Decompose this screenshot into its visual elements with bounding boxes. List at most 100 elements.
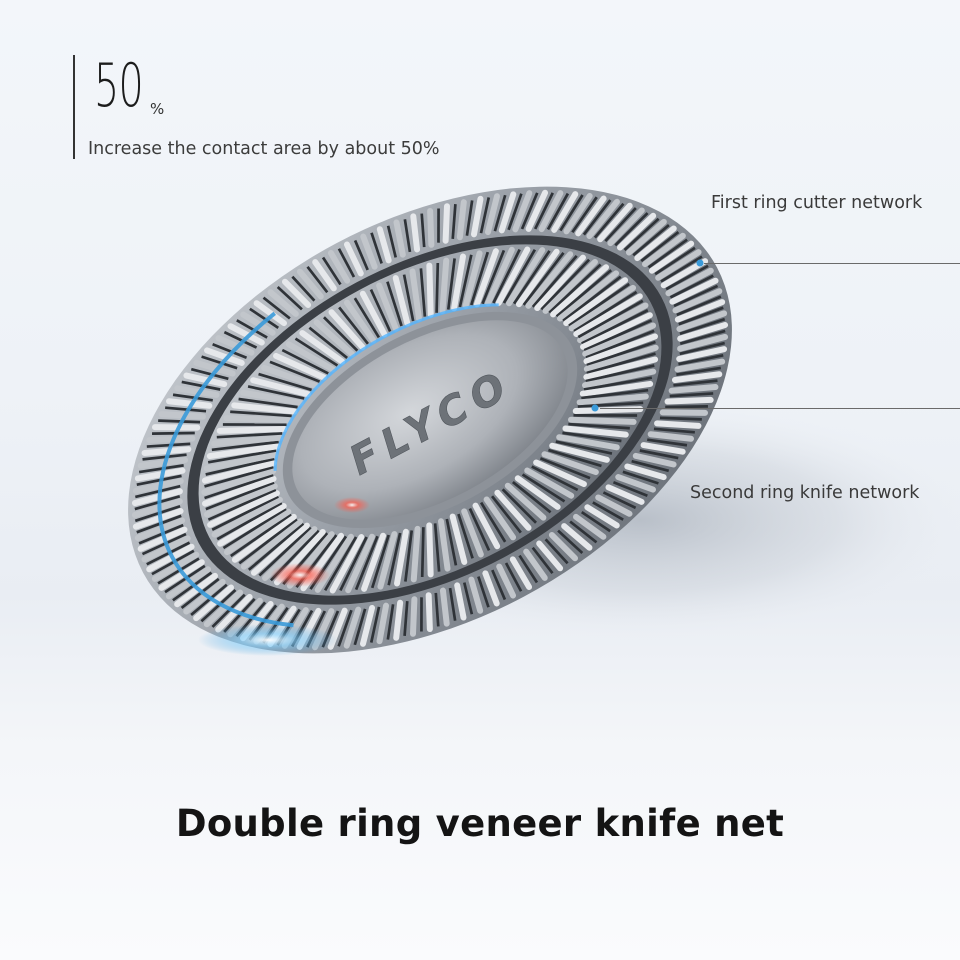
blade-tooth xyxy=(215,593,253,633)
blade-tooth xyxy=(595,494,633,517)
blade-slot xyxy=(420,597,423,632)
blade-tooth xyxy=(132,478,184,494)
blade-slot xyxy=(222,507,287,550)
blade-slot xyxy=(631,459,670,473)
blade-slot xyxy=(659,416,702,421)
blade-slot xyxy=(582,199,612,236)
blade-tooth xyxy=(134,467,186,482)
blade-slot xyxy=(571,196,598,234)
blade-tooth xyxy=(343,606,362,649)
blade-tooth xyxy=(483,496,517,541)
blade-slot xyxy=(647,238,688,269)
blade-slot xyxy=(555,269,613,318)
blade-slot xyxy=(337,609,353,647)
blade-slot xyxy=(204,465,274,488)
blade-slot xyxy=(654,246,696,276)
blade-tooth xyxy=(174,385,220,398)
blade-slot xyxy=(136,474,182,486)
blade-tooth xyxy=(615,474,656,493)
blade-slot xyxy=(468,508,491,552)
blade-slot xyxy=(238,518,298,565)
blade-tooth xyxy=(425,592,433,633)
blade-slot xyxy=(669,392,714,398)
blade-slot xyxy=(490,495,522,534)
stat-number: 50 xyxy=(94,51,144,121)
blade-slot xyxy=(437,208,440,243)
blade-slot xyxy=(387,532,402,586)
blade-tooth xyxy=(183,578,226,615)
blade-slot xyxy=(386,225,398,258)
blade-tooth xyxy=(343,241,364,277)
blade-tooth xyxy=(426,262,434,318)
blade-slot xyxy=(492,248,521,304)
blade-slot xyxy=(632,224,670,257)
blade-tooth xyxy=(533,459,587,488)
blade-tooth xyxy=(523,548,548,581)
blade-tooth xyxy=(496,563,517,599)
blade-slot xyxy=(586,352,656,375)
blade-slot xyxy=(511,481,552,514)
blade-slot xyxy=(353,297,381,339)
callout-dot-first xyxy=(696,259,704,267)
blade-tooth xyxy=(541,451,599,476)
blade-slot xyxy=(180,577,220,609)
blade-slot xyxy=(673,379,718,387)
blade-slot xyxy=(238,397,298,409)
blade-slot xyxy=(665,264,709,291)
blade-slot xyxy=(134,504,181,523)
blade-tooth xyxy=(201,468,277,496)
blade-slot xyxy=(660,255,703,283)
blade-tooth xyxy=(141,446,192,456)
blade-slot xyxy=(353,239,369,271)
blade-tooth xyxy=(579,380,654,397)
blade-slot xyxy=(353,608,367,646)
blade-slot xyxy=(136,514,182,534)
callout-dot-second xyxy=(591,404,599,412)
blade-tooth xyxy=(193,584,235,622)
blade-tooth xyxy=(616,212,657,251)
blade-tooth xyxy=(672,288,723,314)
blade-tooth xyxy=(223,508,292,556)
blade-slot xyxy=(583,376,653,391)
blade-tooth xyxy=(456,199,467,241)
blade-slot xyxy=(269,360,321,383)
blade-tooth xyxy=(583,356,659,380)
blade-tooth xyxy=(605,484,645,505)
blade-slot xyxy=(679,329,726,345)
blade-slot xyxy=(223,330,258,349)
blade-tooth xyxy=(439,257,450,315)
red-light-flare xyxy=(270,563,330,587)
blade-tooth xyxy=(201,460,277,484)
blade-slot xyxy=(138,464,184,474)
blade-tooth xyxy=(597,202,633,243)
blade-tooth xyxy=(131,488,183,507)
blade-slot xyxy=(614,212,649,247)
blade-tooth xyxy=(659,409,709,416)
blade-slot xyxy=(323,536,358,591)
blade-tooth xyxy=(273,352,327,381)
blade-slot xyxy=(640,231,680,263)
blade-slot xyxy=(531,546,554,574)
blade-tooth xyxy=(550,264,610,318)
blade-slot xyxy=(211,593,246,628)
blade-tooth xyxy=(203,483,278,518)
blade-tooth xyxy=(250,522,310,576)
blade-tooth xyxy=(203,589,244,628)
blade-slot xyxy=(404,530,414,582)
blade-tooth xyxy=(582,322,657,357)
blade-slot xyxy=(211,495,279,531)
blade-slot xyxy=(152,431,195,435)
blade-slot xyxy=(258,372,312,392)
blade-tooth xyxy=(376,602,390,645)
blade-slot xyxy=(445,518,458,566)
blade-tooth xyxy=(563,277,629,327)
blade-tooth xyxy=(442,203,450,244)
stat-caption: Increase the contact area by about 50% xyxy=(88,139,440,159)
blade-tooth xyxy=(677,322,729,342)
blade-slot xyxy=(134,495,181,511)
blade-slot xyxy=(669,274,714,299)
blade-tooth xyxy=(573,513,607,540)
blade-slot xyxy=(559,194,584,232)
leader-line-second xyxy=(600,408,960,409)
blade-slot xyxy=(369,606,381,643)
